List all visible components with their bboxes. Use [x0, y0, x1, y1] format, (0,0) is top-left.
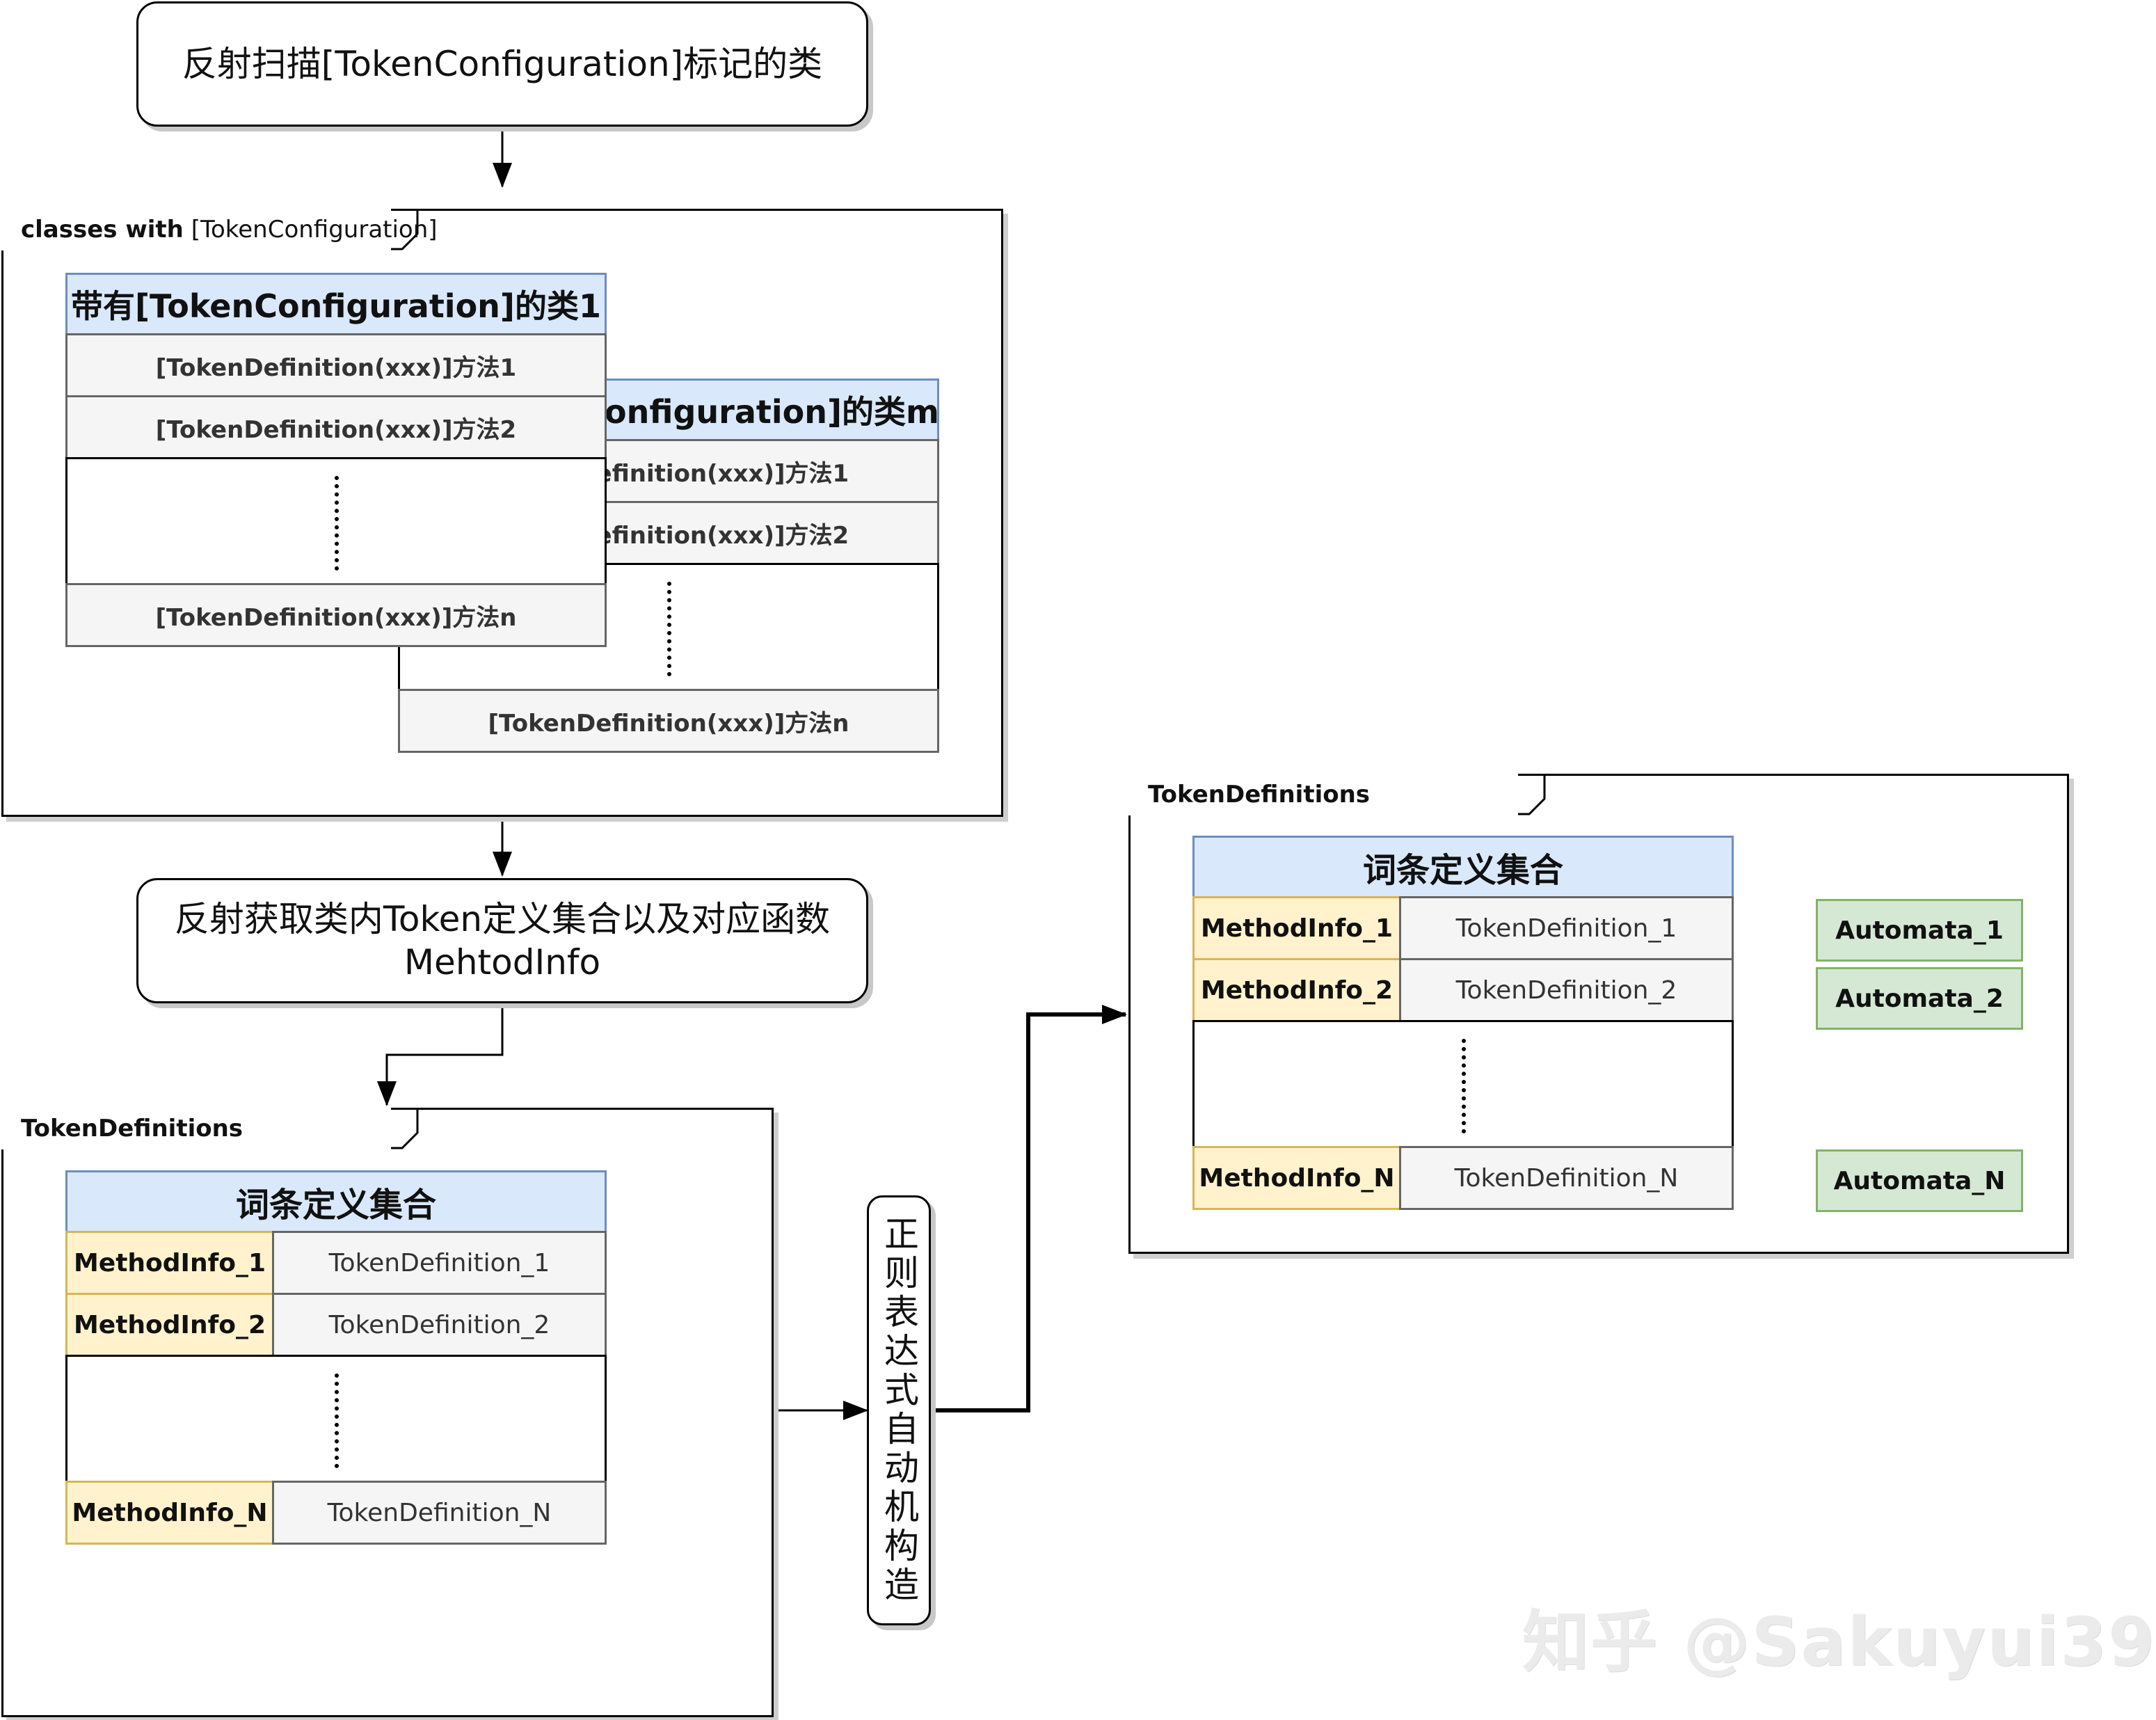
classes-frame-tab: classes with [TokenConfiguration] [1, 209, 438, 250]
definition-table-left-title: 词条定义集合 [65, 1170, 607, 1233]
classes-frame-tab-bold: classes with [21, 216, 184, 244]
step-regex-automata: 正则表达式自动机构造 [867, 1195, 931, 1625]
method-info-cell: MethodInfo_1 [1192, 896, 1401, 960]
definition-table-right-title: 词条定义集合 [1192, 836, 1734, 898]
step-reflect-definitions-line2: MehtodInfo [404, 942, 601, 982]
token-definition-cell: TokenDefinition_N [272, 1481, 607, 1545]
ellipsis-dots [667, 582, 671, 676]
token-definition-cell: TokenDefinition_N [1399, 1146, 1734, 1210]
token-definitions-tab-left-label: TokenDefinitions [1, 1108, 391, 1149]
method-info-cell: MethodInfo_2 [1192, 958, 1401, 1022]
definition-table-right-ellipsis-area [1192, 1020, 1734, 1148]
class-card-1: 带有[TokenConfiguration]的类1 [TokenDefiniti… [65, 273, 607, 648]
automata-box-2: Automata_2 [1816, 967, 2023, 1030]
token-definitions-tab-left: TokenDefinitions [1, 1108, 419, 1149]
ellipsis-dots [335, 1373, 339, 1468]
step-regex-automata-text: 正则表达式自动机构造 [879, 1216, 919, 1605]
automata-box-1: Automata_1 [1816, 899, 2023, 962]
step-scan-classes: 反射扫描[TokenConfiguration]标记的类 [136, 1, 868, 127]
token-definition-cell: TokenDefinition_2 [272, 1293, 607, 1357]
arrow-step3-to-right-defs [931, 1005, 1127, 1412]
watermark: 知乎 @Sakuyui39 [1522, 1603, 2156, 1681]
class-card-1-title: 带有[TokenConfiguration]的类1 [65, 273, 607, 335]
method-info-cell: MethodInfo_N [1192, 1146, 1401, 1210]
class-card-1-method-n: [TokenDefinition(xxx)]方法n [65, 583, 607, 647]
token-definition-cell: TokenDefinition_2 [1399, 958, 1734, 1022]
ellipsis-dots [1462, 1039, 1466, 1133]
arrow-step2-to-defs [377, 1003, 504, 1106]
token-definitions-tab-right-label: TokenDefinitions [1128, 774, 1518, 815]
method-info-cell: MethodInfo_2 [65, 1293, 274, 1357]
token-definition-cell: TokenDefinition_1 [272, 1231, 607, 1295]
class-card-m-method-n: [TokenDefinition(xxx)]方法n [398, 689, 939, 753]
definition-table-left: 词条定义集合 MethodInfo_1 TokenDefinition_1 Me… [65, 1170, 607, 1546]
class-card-1-ellipsis-area [65, 457, 607, 585]
definition-table-left-ellipsis-area [65, 1355, 607, 1483]
class-card-1-method-1: [TokenDefinition(xxx)]方法1 [65, 333, 607, 397]
step-reflect-definitions: 反射获取类内Token定义集合以及对应函数 MehtodInfo [136, 878, 868, 1003]
token-definition-cell: TokenDefinition_1 [1399, 896, 1734, 960]
method-info-cell: MethodInfo_N [65, 1481, 274, 1545]
step-reflect-definitions-line1: 反射获取类内Token定义集合以及对应函数 [174, 899, 831, 939]
definition-table-right: 词条定义集合 MethodInfo_1 TokenDefinition_1 Me… [1192, 836, 1734, 1211]
ellipsis-dots [335, 476, 339, 571]
classes-frame-tab-normal: [TokenConfiguration] [191, 216, 438, 244]
step-scan-classes-text: 反射扫描[TokenConfiguration]标记的类 [182, 44, 823, 84]
token-definitions-tab-right: TokenDefinitions [1128, 774, 1546, 815]
method-info-cell: MethodInfo_1 [65, 1231, 274, 1295]
automata-box-n: Automata_N [1816, 1149, 2023, 1212]
class-card-1-method-2: [TokenDefinition(xxx)]方法2 [65, 395, 607, 459]
